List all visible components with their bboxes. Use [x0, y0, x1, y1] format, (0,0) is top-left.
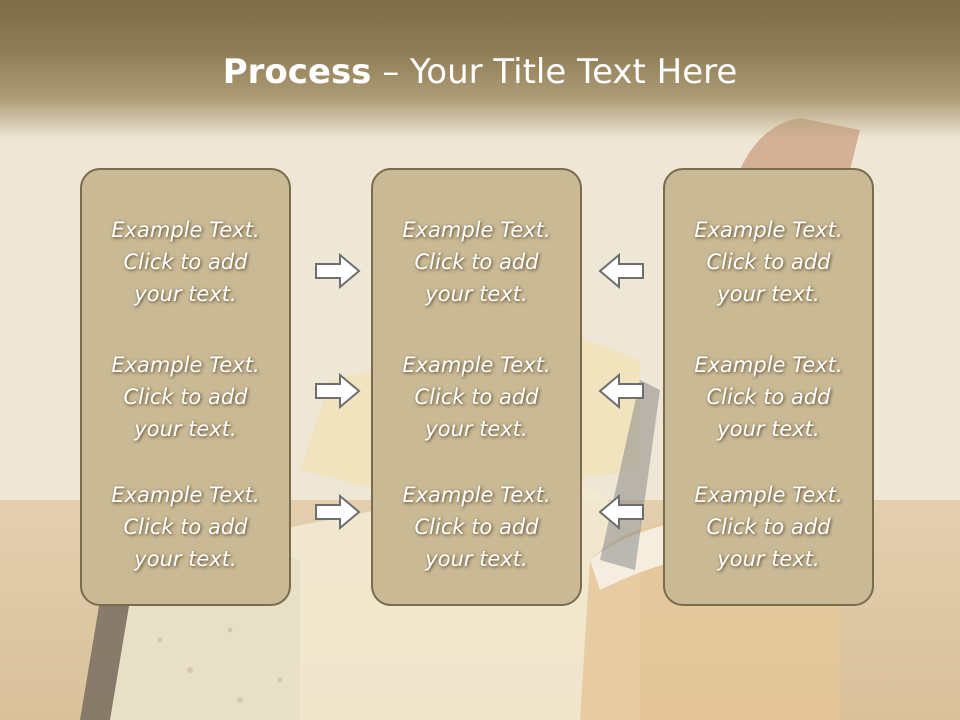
text-block[interactable]: Example Text. Click to add your text. — [373, 214, 580, 310]
slide-title[interactable]: Process – Your Title Text Here — [0, 52, 960, 92]
text-block[interactable]: Example Text. Click to add your text. — [82, 349, 289, 445]
text-block[interactable]: Example Text. Click to add your text. — [665, 214, 872, 310]
text-line: Example Text. — [111, 218, 260, 242]
text-line: Click to add — [414, 385, 539, 409]
text-line: your text. — [717, 282, 820, 306]
text-line: Example Text. — [402, 218, 551, 242]
title-rest: – Your Title Text Here — [371, 52, 738, 92]
text-block[interactable]: Example Text. Click to add your text. — [373, 479, 580, 575]
text-line: Example Text. — [111, 353, 260, 377]
text-line: Click to add — [706, 250, 831, 274]
text-line: Click to add — [414, 515, 539, 539]
text-line: Example Text. — [111, 483, 260, 507]
process-panel-right[interactable]: Example Text. Click to add your text. Ex… — [663, 168, 874, 606]
text-line: your text. — [425, 282, 528, 306]
title-band — [0, 0, 960, 140]
text-line: your text. — [425, 417, 528, 441]
arrow-left-icon — [598, 372, 644, 410]
text-line: Click to add — [414, 250, 539, 274]
text-line: Click to add — [123, 385, 248, 409]
text-line: Example Text. — [402, 483, 551, 507]
process-panel-left[interactable]: Example Text. Click to add your text. Ex… — [80, 168, 291, 606]
text-line: Example Text. — [694, 218, 843, 242]
text-block[interactable]: Example Text. Click to add your text. — [665, 479, 872, 575]
text-line: Click to add — [123, 250, 248, 274]
process-panel-center[interactable]: Example Text. Click to add your text. Ex… — [371, 168, 582, 606]
text-block[interactable]: Example Text. Click to add your text. — [665, 349, 872, 445]
title-bold: Process — [222, 52, 372, 92]
arrow-left-icon — [598, 252, 644, 290]
text-line: Click to add — [123, 515, 248, 539]
arrow-right-icon — [315, 252, 361, 290]
text-line: Click to add — [706, 385, 831, 409]
text-line: your text. — [134, 547, 237, 571]
text-line: Click to add — [706, 515, 831, 539]
text-line: Example Text. — [694, 483, 843, 507]
text-line: Example Text. — [402, 353, 551, 377]
text-block[interactable]: Example Text. Click to add your text. — [373, 349, 580, 445]
arrow-left-icon — [598, 493, 644, 531]
text-line: your text. — [425, 547, 528, 571]
text-line: Example Text. — [694, 353, 843, 377]
arrow-right-icon — [315, 372, 361, 410]
text-block[interactable]: Example Text. Click to add your text. — [82, 479, 289, 575]
text-line: your text. — [717, 547, 820, 571]
text-line: your text. — [134, 282, 237, 306]
arrow-right-icon — [315, 493, 361, 531]
text-line: your text. — [134, 417, 237, 441]
text-line: your text. — [717, 417, 820, 441]
text-block[interactable]: Example Text. Click to add your text. — [82, 214, 289, 310]
